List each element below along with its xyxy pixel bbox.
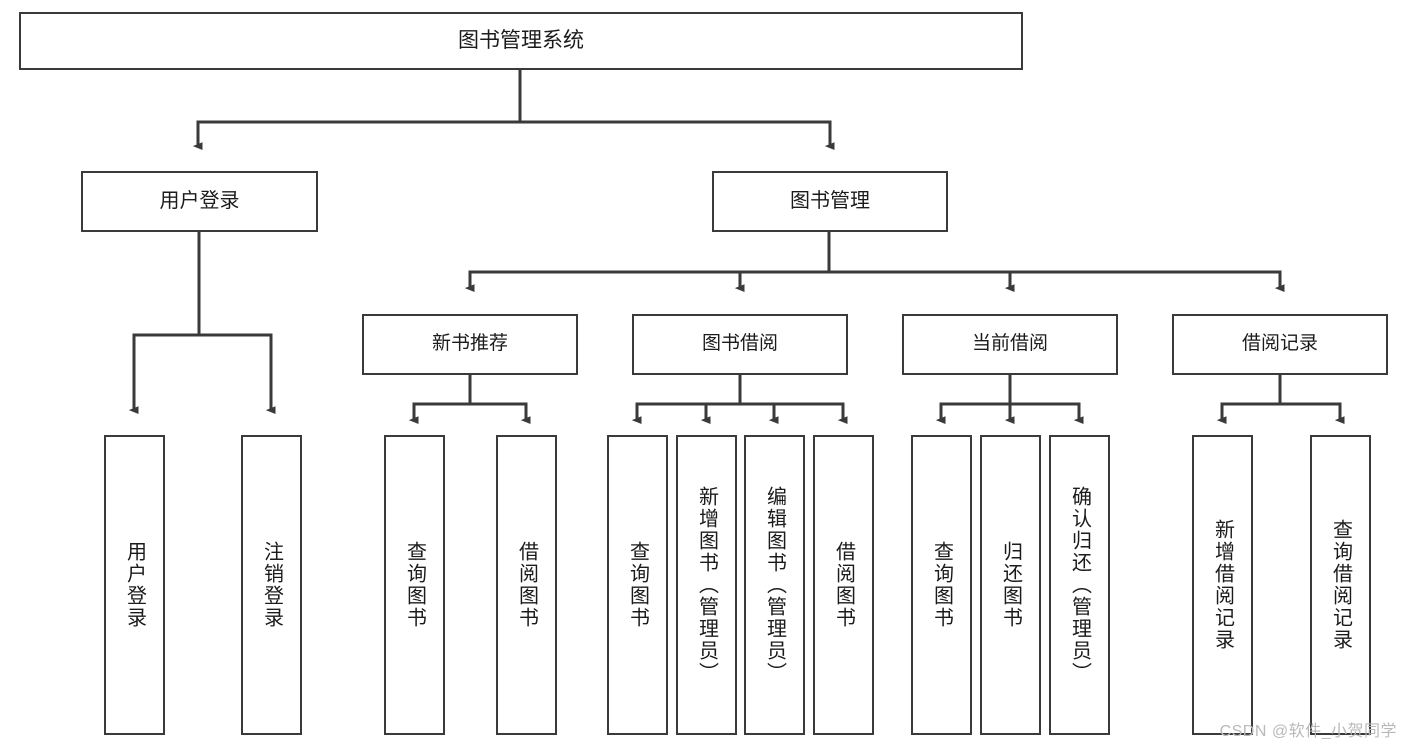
leaf-query-borrow-record[interactable]: 查询借阅记录	[1310, 435, 1371, 735]
leaf-borrow-book[interactable]: 借阅图书	[813, 435, 874, 735]
node-label: 图书管理系统	[458, 28, 584, 52]
node-label: 编辑图书（管理员）	[763, 486, 786, 684]
node-book-borrow[interactable]: 图书借阅	[632, 314, 848, 375]
leaf-confirm-return-admin[interactable]: 确认归还（管理员）	[1049, 435, 1110, 735]
leaf-add-book-admin[interactable]: 新增图书（管理员）	[676, 435, 737, 735]
node-label: 注销登录	[260, 541, 283, 629]
node-label: 确认归还（管理员）	[1068, 486, 1091, 684]
leaf-edit-book-admin[interactable]: 编辑图书（管理员）	[744, 435, 805, 735]
node-label: 归还图书	[999, 541, 1022, 629]
leaf-user-login[interactable]: 用户登录	[104, 435, 165, 735]
node-user-login[interactable]: 用户登录	[81, 171, 318, 232]
node-label: 查询图书	[403, 541, 426, 629]
node-label: 用户登录	[159, 189, 240, 212]
node-label: 图书借阅	[701, 333, 778, 355]
node-new-book-recommend[interactable]: 新书推荐	[362, 314, 578, 375]
node-label: 查询图书	[626, 541, 649, 629]
node-label: 新增借阅记录	[1211, 519, 1234, 651]
leaf-logout[interactable]: 注销登录	[241, 435, 302, 735]
node-label: 用户登录	[123, 541, 146, 629]
node-borrow-record[interactable]: 借阅记录	[1172, 314, 1388, 375]
node-label: 新增图书（管理员）	[695, 486, 718, 684]
csdn-watermark: CSDN @软件_小贺同学	[1219, 723, 1397, 740]
node-label: 查询借阅记录	[1329, 519, 1352, 651]
leaf-add-borrow-record[interactable]: 新增借阅记录	[1192, 435, 1253, 735]
node-label: 查询图书	[930, 541, 953, 629]
node-current-borrow[interactable]: 当前借阅	[902, 314, 1118, 375]
node-label: 借阅图书	[515, 541, 538, 629]
node-label: 图书管理	[790, 189, 870, 212]
node-label: 新书推荐	[431, 333, 508, 355]
leaf-query-book-current[interactable]: 查询图书	[911, 435, 972, 735]
node-root-system[interactable]: 图书管理系统	[19, 12, 1023, 70]
leaf-query-book-recommend[interactable]: 查询图书	[384, 435, 445, 735]
node-label: 借阅记录	[1241, 333, 1318, 355]
node-label: 当前借阅	[971, 333, 1048, 355]
node-book-management[interactable]: 图书管理	[712, 171, 948, 232]
node-label: 借阅图书	[832, 541, 855, 629]
leaf-return-book[interactable]: 归还图书	[980, 435, 1041, 735]
leaf-borrow-book-recommend[interactable]: 借阅图书	[496, 435, 557, 735]
leaf-query-book-borrow[interactable]: 查询图书	[607, 435, 668, 735]
